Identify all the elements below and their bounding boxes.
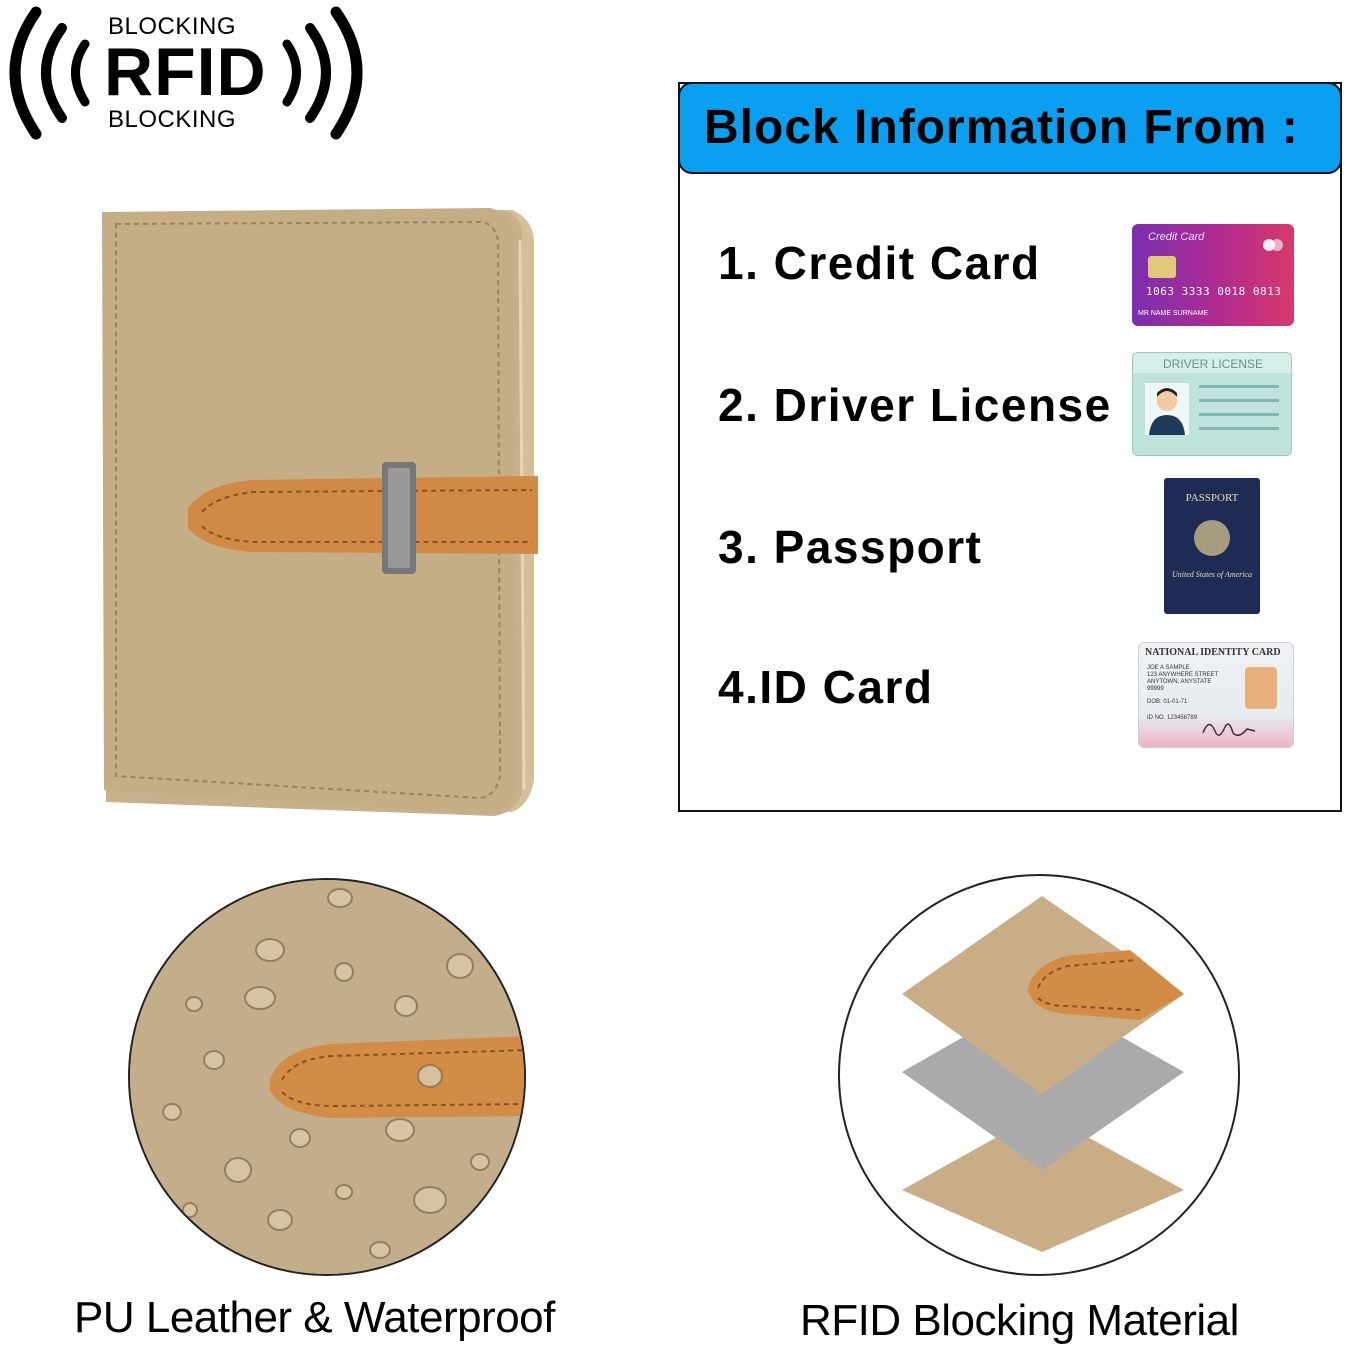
id-card-address1: 123 ANYWHERE STREET <box>1147 672 1219 678</box>
block-information-title: Block Information From : <box>704 101 1299 154</box>
credit-card-holder: MR NAME SURNAME <box>1138 310 1209 317</box>
caption-pu-leather-waterproof: PU Leather & Waterproof <box>74 1293 555 1342</box>
id-card-number: ID NO. 123456789 <box>1147 715 1198 721</box>
credit-card-icon: Credit Card 1063 3333 0018 0813 MR NAME … <box>1132 224 1294 326</box>
card-chip-icon <box>1148 256 1176 278</box>
rfid-waves-icon <box>9 6 363 140</box>
card-network-icon <box>1263 239 1283 251</box>
id-card-name: JOE A SAMPLE <box>1147 665 1190 671</box>
block-information-header: Block Information From : <box>678 82 1342 174</box>
id-card-dob: DOB: 01-01-71 <box>1147 699 1188 705</box>
id-card-title: NATIONAL IDENTITY CARD <box>1145 647 1281 658</box>
driver-license-icon: DRIVER LICENSE <box>1132 352 1292 456</box>
credit-card-label: Credit Card <box>1148 231 1205 243</box>
credit-card-number: 1063 3333 0018 0813 <box>1146 285 1282 298</box>
item-credit-card-label: 1. Credit Card <box>718 237 1041 289</box>
id-photo-icon <box>1245 667 1277 709</box>
passport-icon: PASSPORT United States of America <box>1164 478 1260 614</box>
driver-license-header: DRIVER LICENSE <box>1133 353 1291 373</box>
id-card-zip: 99999 <box>1147 686 1164 692</box>
item-passport-label: 3. Passport <box>718 521 983 573</box>
rfid-main-label: RFID <box>104 34 267 110</box>
item-driver-license-label: 2. Driver License <box>718 379 1112 431</box>
item-id-card-label: 4.ID Card <box>718 661 934 713</box>
caption-rfid-blocking-material: RFID Blocking Material <box>800 1296 1239 1345</box>
waterproof-leather-closeup <box>128 878 526 1276</box>
block-information-panel: Block Information From : 1. Credit Card … <box>678 82 1342 812</box>
rfid-top-label: BLOCKING <box>108 13 237 40</box>
passport-subtitle: United States of America <box>1171 570 1253 579</box>
passport-wallet-image <box>92 200 552 830</box>
passport-title: PASSPORT <box>1185 492 1239 504</box>
signature-icon <box>1202 723 1256 736</box>
eagle-emblem-icon <box>1194 520 1230 556</box>
id-card-address2: ANYTOWN, ANYSTATE <box>1147 679 1212 685</box>
rfid-bottom-label: BLOCKING <box>108 106 237 133</box>
rfid-blocking-layers-diagram <box>838 874 1240 1276</box>
driver-photo-icon <box>1145 383 1189 435</box>
rfid-blocking-logo: BLOCKING RFID BLOCKING <box>0 0 380 150</box>
id-card-icon: NATIONAL IDENTITY CARD JOE A SAMPLE 123 … <box>1138 642 1294 748</box>
